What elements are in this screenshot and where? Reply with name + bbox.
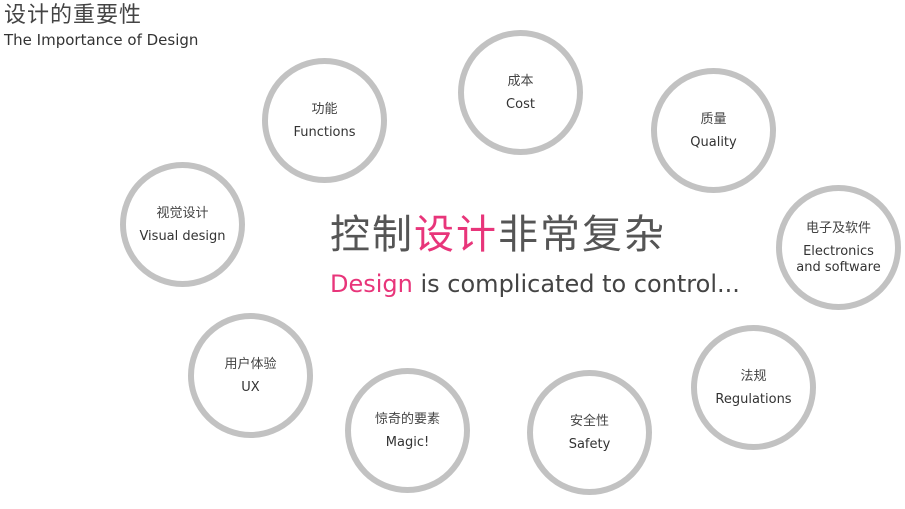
circle-quality: 质量 Quality: [651, 68, 776, 193]
circle-magic: 惊奇的要素 Magic!: [345, 368, 470, 493]
circle-functions-zh: 功能: [311, 101, 338, 117]
circle-regulations-en: Regulations: [715, 391, 792, 407]
circle-regulations-zh: 法规: [740, 368, 767, 384]
circle-safety: 安全性 Safety: [527, 370, 652, 495]
circle-quality-en: Quality: [690, 134, 737, 150]
circle-functions-en: Functions: [293, 124, 356, 140]
page-title-zh: 设计的重要性: [4, 3, 143, 28]
circle-functions: 功能 Functions: [262, 58, 387, 183]
circle-electronics-software: 电子及软件 Electronics and software: [776, 185, 901, 310]
circle-electronics-software-en: Electronics and software: [796, 243, 881, 275]
circle-safety-en: Safety: [568, 436, 611, 452]
circle-regulations: 法规 Regulations: [691, 325, 816, 450]
circle-visual-design: 视觉设计 Visual design: [120, 162, 245, 287]
circle-cost-en: Cost: [506, 96, 535, 112]
center-zh-highlight: 设计: [414, 212, 498, 258]
circle-magic-en: Magic!: [385, 434, 430, 450]
circle-quality-zh: 质量: [700, 111, 727, 127]
center-zh-part2: 非常复杂: [498, 212, 666, 258]
center-heading-en: Design is complicated to control...: [330, 268, 750, 300]
circle-ux-zh: 用户体验: [224, 356, 277, 372]
circle-safety-zh: 安全性: [569, 413, 609, 429]
circle-visual-design-en: Visual design: [139, 228, 226, 244]
circle-visual-design-zh: 视觉设计: [156, 205, 209, 221]
circle-ux: 用户体验 UX: [188, 313, 313, 438]
center-heading-zh: 控制设计非常复杂: [330, 210, 710, 260]
circle-magic-zh: 惊奇的要素: [374, 411, 440, 427]
center-en-highlight: Design: [330, 270, 413, 298]
circle-ux-en: UX: [241, 379, 260, 395]
page-title-en: The Importance of Design: [4, 31, 199, 49]
circle-cost: 成本 Cost: [458, 30, 583, 155]
center-zh-part1: 控制: [330, 212, 414, 258]
center-en-rest: is complicated to control...: [412, 270, 740, 298]
circle-electronics-software-zh: 电子及软件: [805, 220, 871, 236]
circle-cost-zh: 成本: [507, 73, 534, 89]
